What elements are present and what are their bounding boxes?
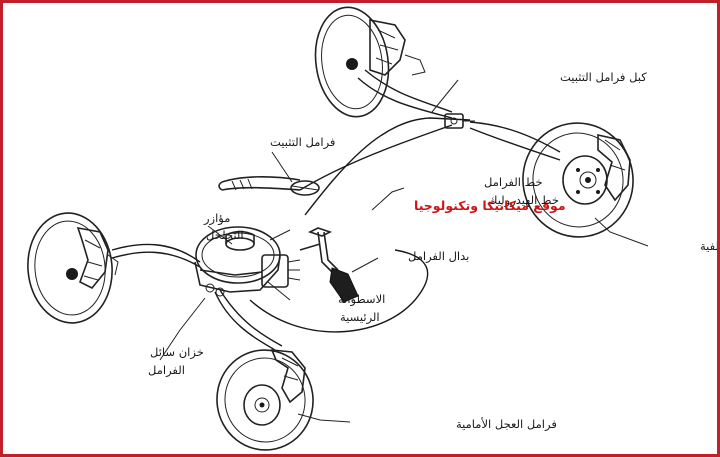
label-brake-line: خط الفرامل [484,175,543,190]
top-rear-wheel-disc [314,6,426,118]
leader-lines [159,79,649,423]
label-brake-pedal: بدال الفرامل [408,249,469,264]
label-rear-brake: فرامل العجل الخلفية [700,239,717,254]
front-wheel-disc [216,349,314,451]
watermark-text: موقع ميكانيكا وتكنولوجيا [414,198,566,213]
label-front-brake: فرامل العجل الأمامية [456,417,557,432]
label-reservoir-line1: خزان سائل [150,345,204,360]
rear-wheel-disc [522,122,634,238]
label-reservoir-line2: الفرامل [148,363,185,378]
cable-equalizer [444,113,475,129]
label-hydraulic-line: خط الهيدروليك [488,193,559,208]
brake-system-diagram: كبل فرامل التثبيت فرامل التثبيت خط الفرا… [27,6,717,451]
label-master-cylinder-line1: الاسطوانة [338,292,385,307]
label-master-cylinder-line2: الرئيسية [340,310,380,325]
brake-booster-assembly [194,226,301,297]
brake-pedal [299,227,359,303]
label-parking-brake: فرامل التثبيت [270,135,335,150]
labels: كبل فرامل التثبيت فرامل التثبيت خط الفرا… [148,70,717,432]
parking-brake-lever [218,176,320,196]
label-parking-cable: كبل فرامل التثبيت [560,70,647,85]
left-front-wheel-disc [27,212,119,324]
label-proportioning-valve-line2: التخلخل [206,228,244,242]
label-proportioning-valve-line1: مؤازر [203,211,230,226]
brake-pipes [111,69,561,351]
